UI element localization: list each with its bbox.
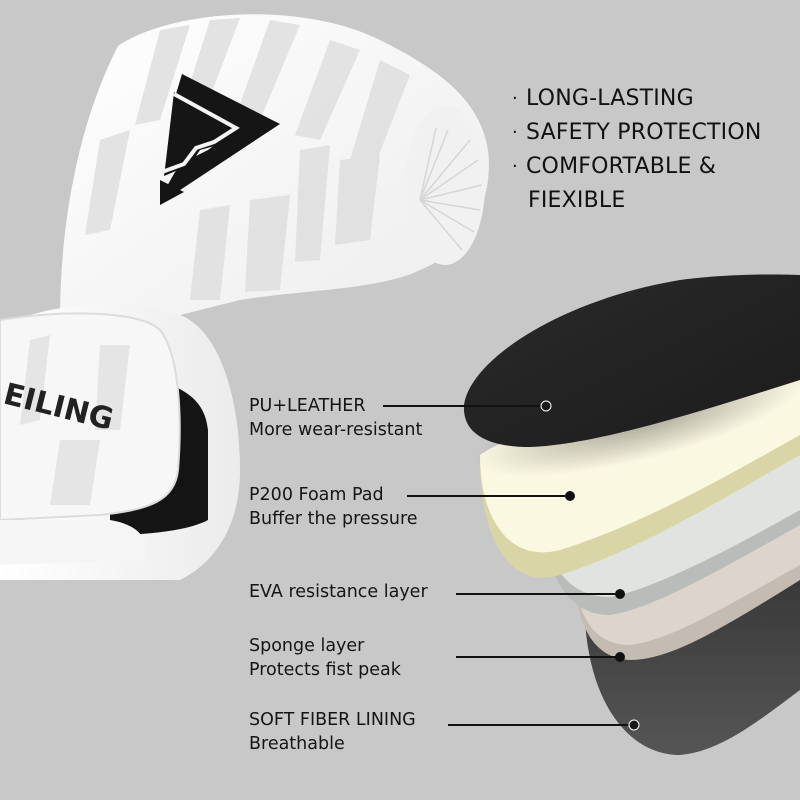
- layer-marker: [540, 400, 552, 412]
- leader-line: [407, 495, 567, 497]
- bullet: ·: [512, 156, 518, 177]
- feature-text: LONG-LASTING: [526, 86, 694, 111]
- layer-title: Sponge layer: [249, 636, 365, 656]
- layer-title: EVA resistance layer: [249, 582, 428, 602]
- leader-line: [383, 405, 541, 407]
- layer-marker: [628, 719, 640, 731]
- feature-item: · COMFORTABLE &: [512, 150, 762, 184]
- feature-list: · LONG-LASTING · SAFETY PROTECTION · COM…: [512, 82, 762, 218]
- boxing-glove-image: EILING: [0, 14, 489, 580]
- layer-title: P200 Foam Pad: [249, 485, 384, 505]
- feature-text: COMFORTABLE &: [526, 154, 717, 179]
- layer-title: PU+LEATHER: [249, 396, 366, 416]
- layer-marker: [565, 491, 575, 501]
- layer-title: SOFT FIBER LINING: [249, 710, 416, 730]
- layer-label-foam-pad: P200 Foam Pad Buffer the pressure: [249, 483, 418, 531]
- layer-subtitle: Breathable: [249, 734, 345, 754]
- bullet: ·: [512, 88, 518, 109]
- bullet: ·: [512, 122, 518, 143]
- layer-subtitle: More wear-resistant: [249, 420, 423, 440]
- layer-subtitle: Protects fist peak: [249, 660, 401, 680]
- leader-line: [456, 656, 616, 658]
- layer-label-eva: EVA resistance layer: [249, 580, 428, 604]
- layer-label-pu-leather: PU+LEATHER More wear-resistant: [249, 394, 422, 442]
- feature-item: · SAFETY PROTECTION: [512, 116, 762, 150]
- feature-item-continuation: FIEXIBLE: [512, 184, 762, 218]
- feature-text: FIEXIBLE: [528, 188, 626, 213]
- leader-line: [456, 593, 616, 595]
- layer-marker: [615, 589, 625, 599]
- layer-subtitle: Buffer the pressure: [249, 509, 418, 529]
- layer-marker: [615, 652, 625, 662]
- feature-text: SAFETY PROTECTION: [526, 120, 762, 145]
- material-layers-illustration: [463, 274, 800, 755]
- feature-item: · LONG-LASTING: [512, 82, 762, 116]
- layer-label-sponge: Sponge layer Protects fist peak: [249, 634, 401, 682]
- brand-logo-icon: [160, 74, 280, 205]
- layer-label-fiber-lining: SOFT FIBER LINING Breathable: [249, 708, 416, 756]
- leader-line: [448, 724, 628, 726]
